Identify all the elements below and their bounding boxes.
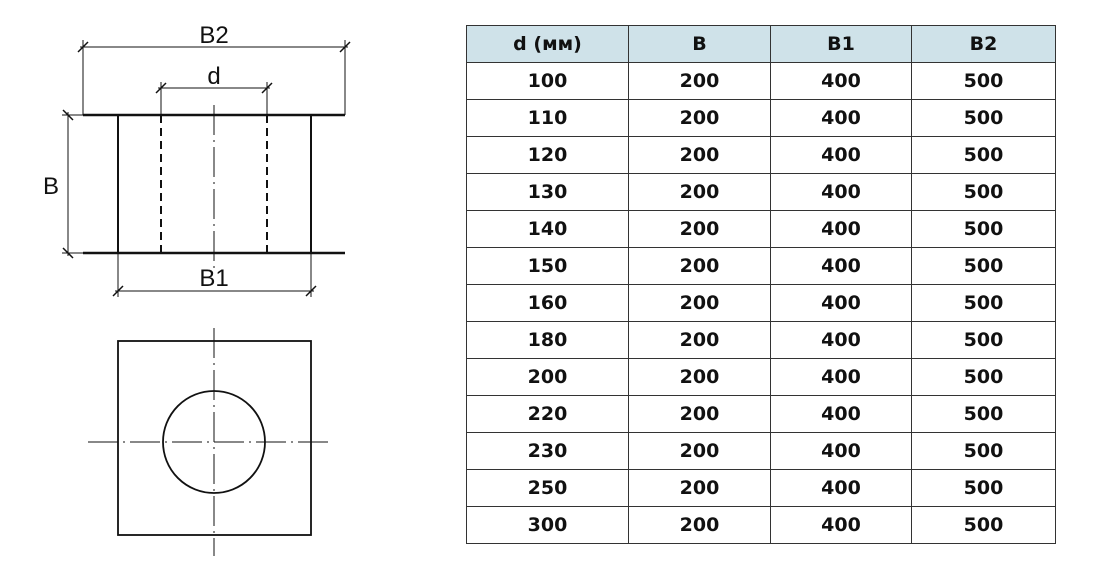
table-cell: 130 (466, 173, 629, 211)
table-cell: 400 (770, 506, 912, 544)
table-cell: 200 (628, 432, 771, 470)
table-cell: 180 (466, 321, 629, 359)
table-cell: 200 (628, 210, 771, 248)
b1-label: B1 (199, 265, 228, 292)
table-cell: 200 (628, 358, 771, 396)
table-cell: 400 (770, 62, 912, 100)
column-header: B2 (911, 25, 1056, 63)
table-cell: 400 (770, 358, 912, 396)
table-cell: 500 (911, 173, 1056, 211)
table-cell: 110 (466, 99, 629, 137)
technical-drawing: B2 d B B1 (43, 22, 351, 556)
side-view: B2 d B B1 (43, 22, 351, 297)
table-cell: 400 (770, 469, 912, 507)
table-cell: 200 (628, 173, 771, 211)
table-cell: 400 (770, 321, 912, 359)
column-header: d (мм) (466, 25, 629, 63)
d-dimension (155, 82, 273, 115)
table-cell: 500 (911, 136, 1056, 174)
table-cell: 500 (911, 99, 1056, 137)
table-cell: 500 (911, 247, 1056, 285)
table-cell: 220 (466, 395, 629, 433)
table-cell: 500 (911, 321, 1056, 359)
table-cell: 400 (770, 395, 912, 433)
table-cell: 500 (911, 358, 1056, 396)
table-cell: 230 (466, 432, 629, 470)
table-cell: 200 (628, 62, 771, 100)
table-cell: 200 (628, 247, 771, 285)
table-cell: 400 (770, 99, 912, 137)
table-cell: 200 (628, 99, 771, 137)
b-label: B (43, 173, 59, 200)
table-cell: 500 (911, 506, 1056, 544)
table-cell: 160 (466, 284, 629, 322)
column-header: B1 (770, 25, 912, 63)
table-cell: 500 (911, 469, 1056, 507)
table-cell: 500 (911, 62, 1056, 100)
table-cell: 250 (466, 469, 629, 507)
table-cell: 120 (466, 136, 629, 174)
table-cell: 500 (911, 432, 1056, 470)
b2-label: B2 (199, 22, 228, 49)
table-cell: 200 (628, 469, 771, 507)
table-cell: 400 (770, 284, 912, 322)
column-header: B (628, 25, 771, 63)
table-cell: 200 (628, 395, 771, 433)
table-cell: 400 (770, 173, 912, 211)
table-cell: 500 (911, 395, 1056, 433)
table-cell: 500 (911, 284, 1056, 322)
table-cell: 200 (628, 506, 771, 544)
b-dimension (62, 109, 83, 259)
table-cell: 400 (770, 432, 912, 470)
b2-dimension (77, 40, 351, 115)
table-cell: 400 (770, 210, 912, 248)
table-cell: 200 (628, 136, 771, 174)
table-cell: 400 (770, 247, 912, 285)
table-cell: 140 (466, 210, 629, 248)
table-cell: 100 (466, 62, 629, 100)
d-label: d (207, 63, 220, 90)
table-cell: 200 (628, 284, 771, 322)
b1-dimension (112, 253, 317, 297)
table-cell: 150 (466, 247, 629, 285)
table-cell: 400 (770, 136, 912, 174)
table-cell: 300 (466, 506, 629, 544)
table-cell: 500 (911, 210, 1056, 248)
table-cell: 200 (628, 321, 771, 359)
top-view (88, 328, 330, 556)
table-cell: 200 (466, 358, 629, 396)
